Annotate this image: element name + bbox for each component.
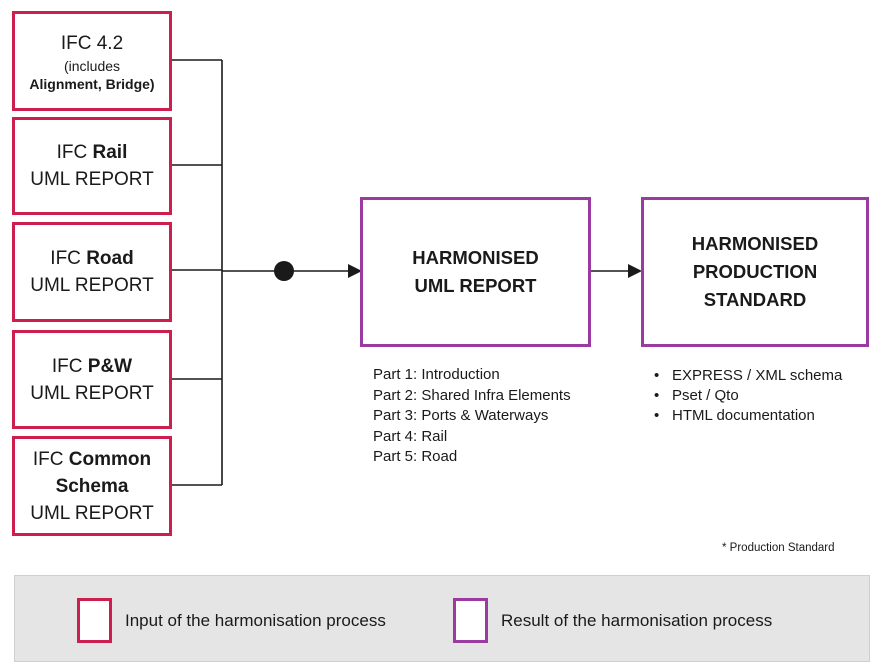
input-box-rail: IFC Rail UML REPORT <box>12 117 172 215</box>
standard-bullet-item: HTML documentation <box>650 406 842 426</box>
report-part-item: Part 4: Rail <box>373 427 448 445</box>
ifc42-note: (includes <box>63 57 121 74</box>
common-title: IFC Common <box>33 446 151 473</box>
arrowhead-report-icon <box>348 264 362 278</box>
common-prefix: IFC <box>32 448 69 470</box>
pw-title: IFC P&W <box>52 353 132 380</box>
input-box-common: IFC Common Schema UML REPORT <box>12 436 172 536</box>
common-sub: UML REPORT <box>30 502 154 524</box>
harmonised-uml-report-box: HARMONISED UML REPORT <box>360 197 591 347</box>
rail-bold: Rail <box>92 142 128 163</box>
merge-node <box>274 261 294 281</box>
legend-input-label: Input of the harmonisation process <box>125 611 386 630</box>
report-part-item: Part 3: Ports & Waterways <box>373 407 549 424</box>
common-bold: Common <box>68 448 152 470</box>
report-part-item: Part 2: Shared Infra Elements <box>373 386 571 404</box>
common-bold2: Schema <box>55 475 129 497</box>
standard-line3: STANDARD <box>703 289 807 310</box>
pw-bold: P&W <box>87 355 133 377</box>
report-parts-list: Part 1: Introduction Part 2: Shared Infr… <box>373 365 571 468</box>
legend-panel: Input of the harmonisation process Resul… <box>14 575 870 662</box>
report-part-item: Part 1: Introduction <box>373 366 500 383</box>
input-box-road: IFC Road UML REPORT <box>12 222 172 322</box>
input-box-ifc42: IFC 4.2 (includes Alignment, Bridge) <box>12 11 172 111</box>
legend-result-label: Result of the harmonisation process <box>501 611 773 630</box>
standard-line1: HARMONISED <box>691 233 819 254</box>
rail-prefix: IFC <box>56 142 93 163</box>
road-sub: UML REPORT <box>30 275 154 296</box>
production-standard-box: HARMONISED PRODUCTION STANDARD <box>641 197 869 347</box>
report-part-item: Part 5: Road <box>373 448 458 465</box>
road-bold: Road <box>86 248 134 269</box>
rail-sub: UML REPORT <box>30 169 154 190</box>
report-line1: HARMONISED <box>412 247 539 268</box>
standard-bullet-list: EXPRESS / XML schema Pset / Qto HTML doc… <box>650 366 842 426</box>
pw-prefix: IFC <box>51 355 88 377</box>
road-title: IFC Road <box>50 245 133 272</box>
standard-bullet-item: Pset / Qto <box>650 386 842 406</box>
report-line2: UML REPORT <box>414 275 537 296</box>
pw-sub: UML REPORT <box>30 382 154 404</box>
arrowhead-standard-icon <box>628 264 642 278</box>
standard-bullet-item: EXPRESS / XML schema <box>650 366 842 386</box>
legend-input-swatch <box>77 598 112 643</box>
footnote: * Production Standard <box>722 542 835 554</box>
ifc42-note-bold: Alignment, Bridge) <box>29 75 155 92</box>
legend-result-swatch <box>453 598 488 643</box>
road-prefix: IFC <box>50 248 87 269</box>
standard-line2: PRODUCTION <box>692 261 818 282</box>
input-box-pw: IFC P&W UML REPORT <box>12 330 172 429</box>
rail-title: IFC Rail <box>57 139 128 166</box>
ifc42-title: IFC 4.2 <box>60 32 124 54</box>
